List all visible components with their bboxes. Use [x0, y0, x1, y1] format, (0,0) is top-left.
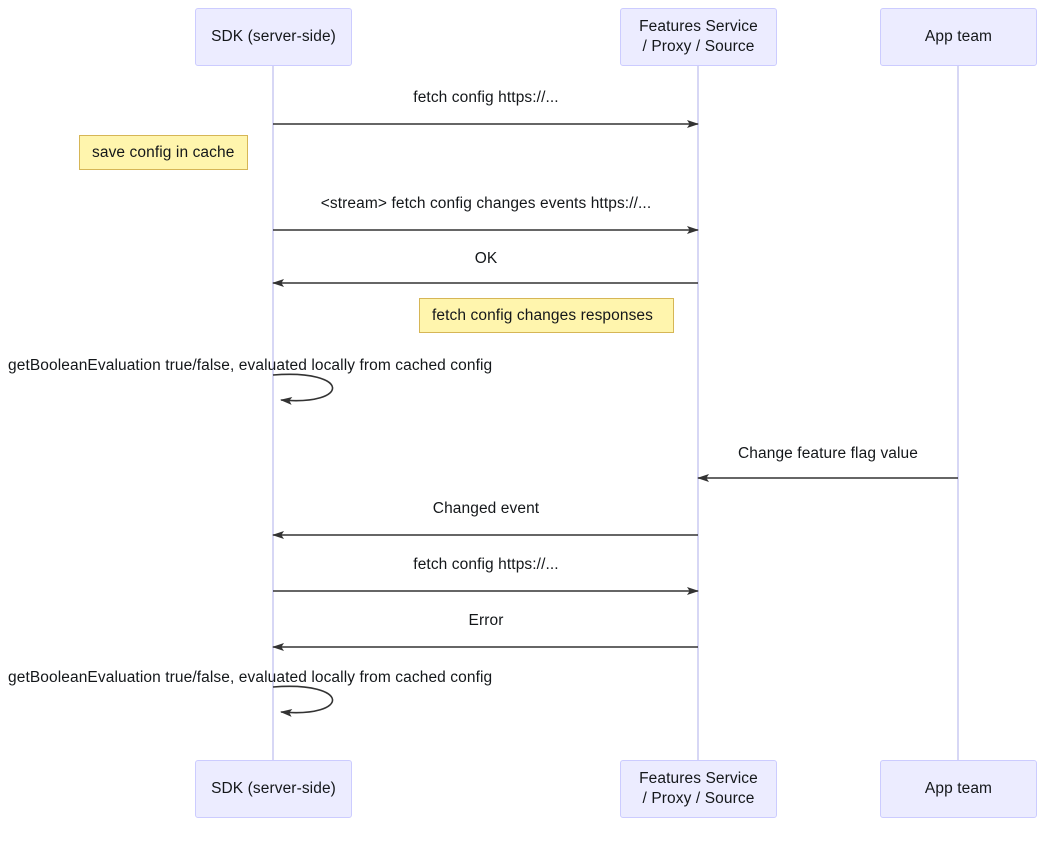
message-label-m5: Changed event: [432, 500, 540, 517]
participant-appteam-top-label: App team: [924, 28, 993, 46]
arrows-group: [272, 120, 958, 717]
participant-appteam-bottom[interactable]: App team: [880, 760, 1037, 818]
participant-appteam-bottom-label: App team: [924, 780, 993, 798]
self-message-arrow-s1: [272, 373, 334, 405]
note-fetch-config-changes-responses-label: fetch config changes responses: [432, 306, 653, 324]
participant-features-bottom-label: Features Service / Proxy / Source: [639, 770, 758, 807]
self-message-label-s2: getBooleanEvaluation true/false, evaluat…: [8, 669, 493, 686]
note-fetch-config-changes-responses: fetch config changes responses: [419, 298, 674, 333]
message-label-m3: OK: [474, 250, 498, 267]
participant-sdk-top[interactable]: SDK (server-side): [195, 8, 352, 66]
note-save-config-in-cache-label: save config in cache: [92, 143, 235, 161]
message-label-m6: fetch config https://...: [413, 556, 559, 573]
participant-features-top[interactable]: Features Service / Proxy / Source: [620, 8, 777, 66]
participant-appteam-top[interactable]: App team: [880, 8, 1037, 66]
message-label-m1: fetch config https://...: [413, 89, 559, 106]
participant-sdk-bottom-label: SDK (server-side): [211, 780, 336, 798]
self-message-label-s1: getBooleanEvaluation true/false, evaluat…: [8, 357, 493, 374]
participant-sdk-top-label: SDK (server-side): [211, 28, 336, 46]
self-message-arrow-s2: [272, 685, 334, 717]
message-label-m2: <stream> fetch config changes events htt…: [320, 195, 652, 212]
participant-features-top-label: Features Service / Proxy / Source: [639, 18, 758, 55]
lifelines-group: [272, 66, 959, 760]
note-save-config-in-cache: save config in cache: [79, 135, 248, 170]
participant-features-bottom[interactable]: Features Service / Proxy / Source: [620, 760, 777, 818]
participant-sdk-bottom[interactable]: SDK (server-side): [195, 760, 352, 818]
message-label-m7: Error: [468, 612, 504, 629]
message-label-m4: Change feature flag value: [737, 445, 919, 462]
